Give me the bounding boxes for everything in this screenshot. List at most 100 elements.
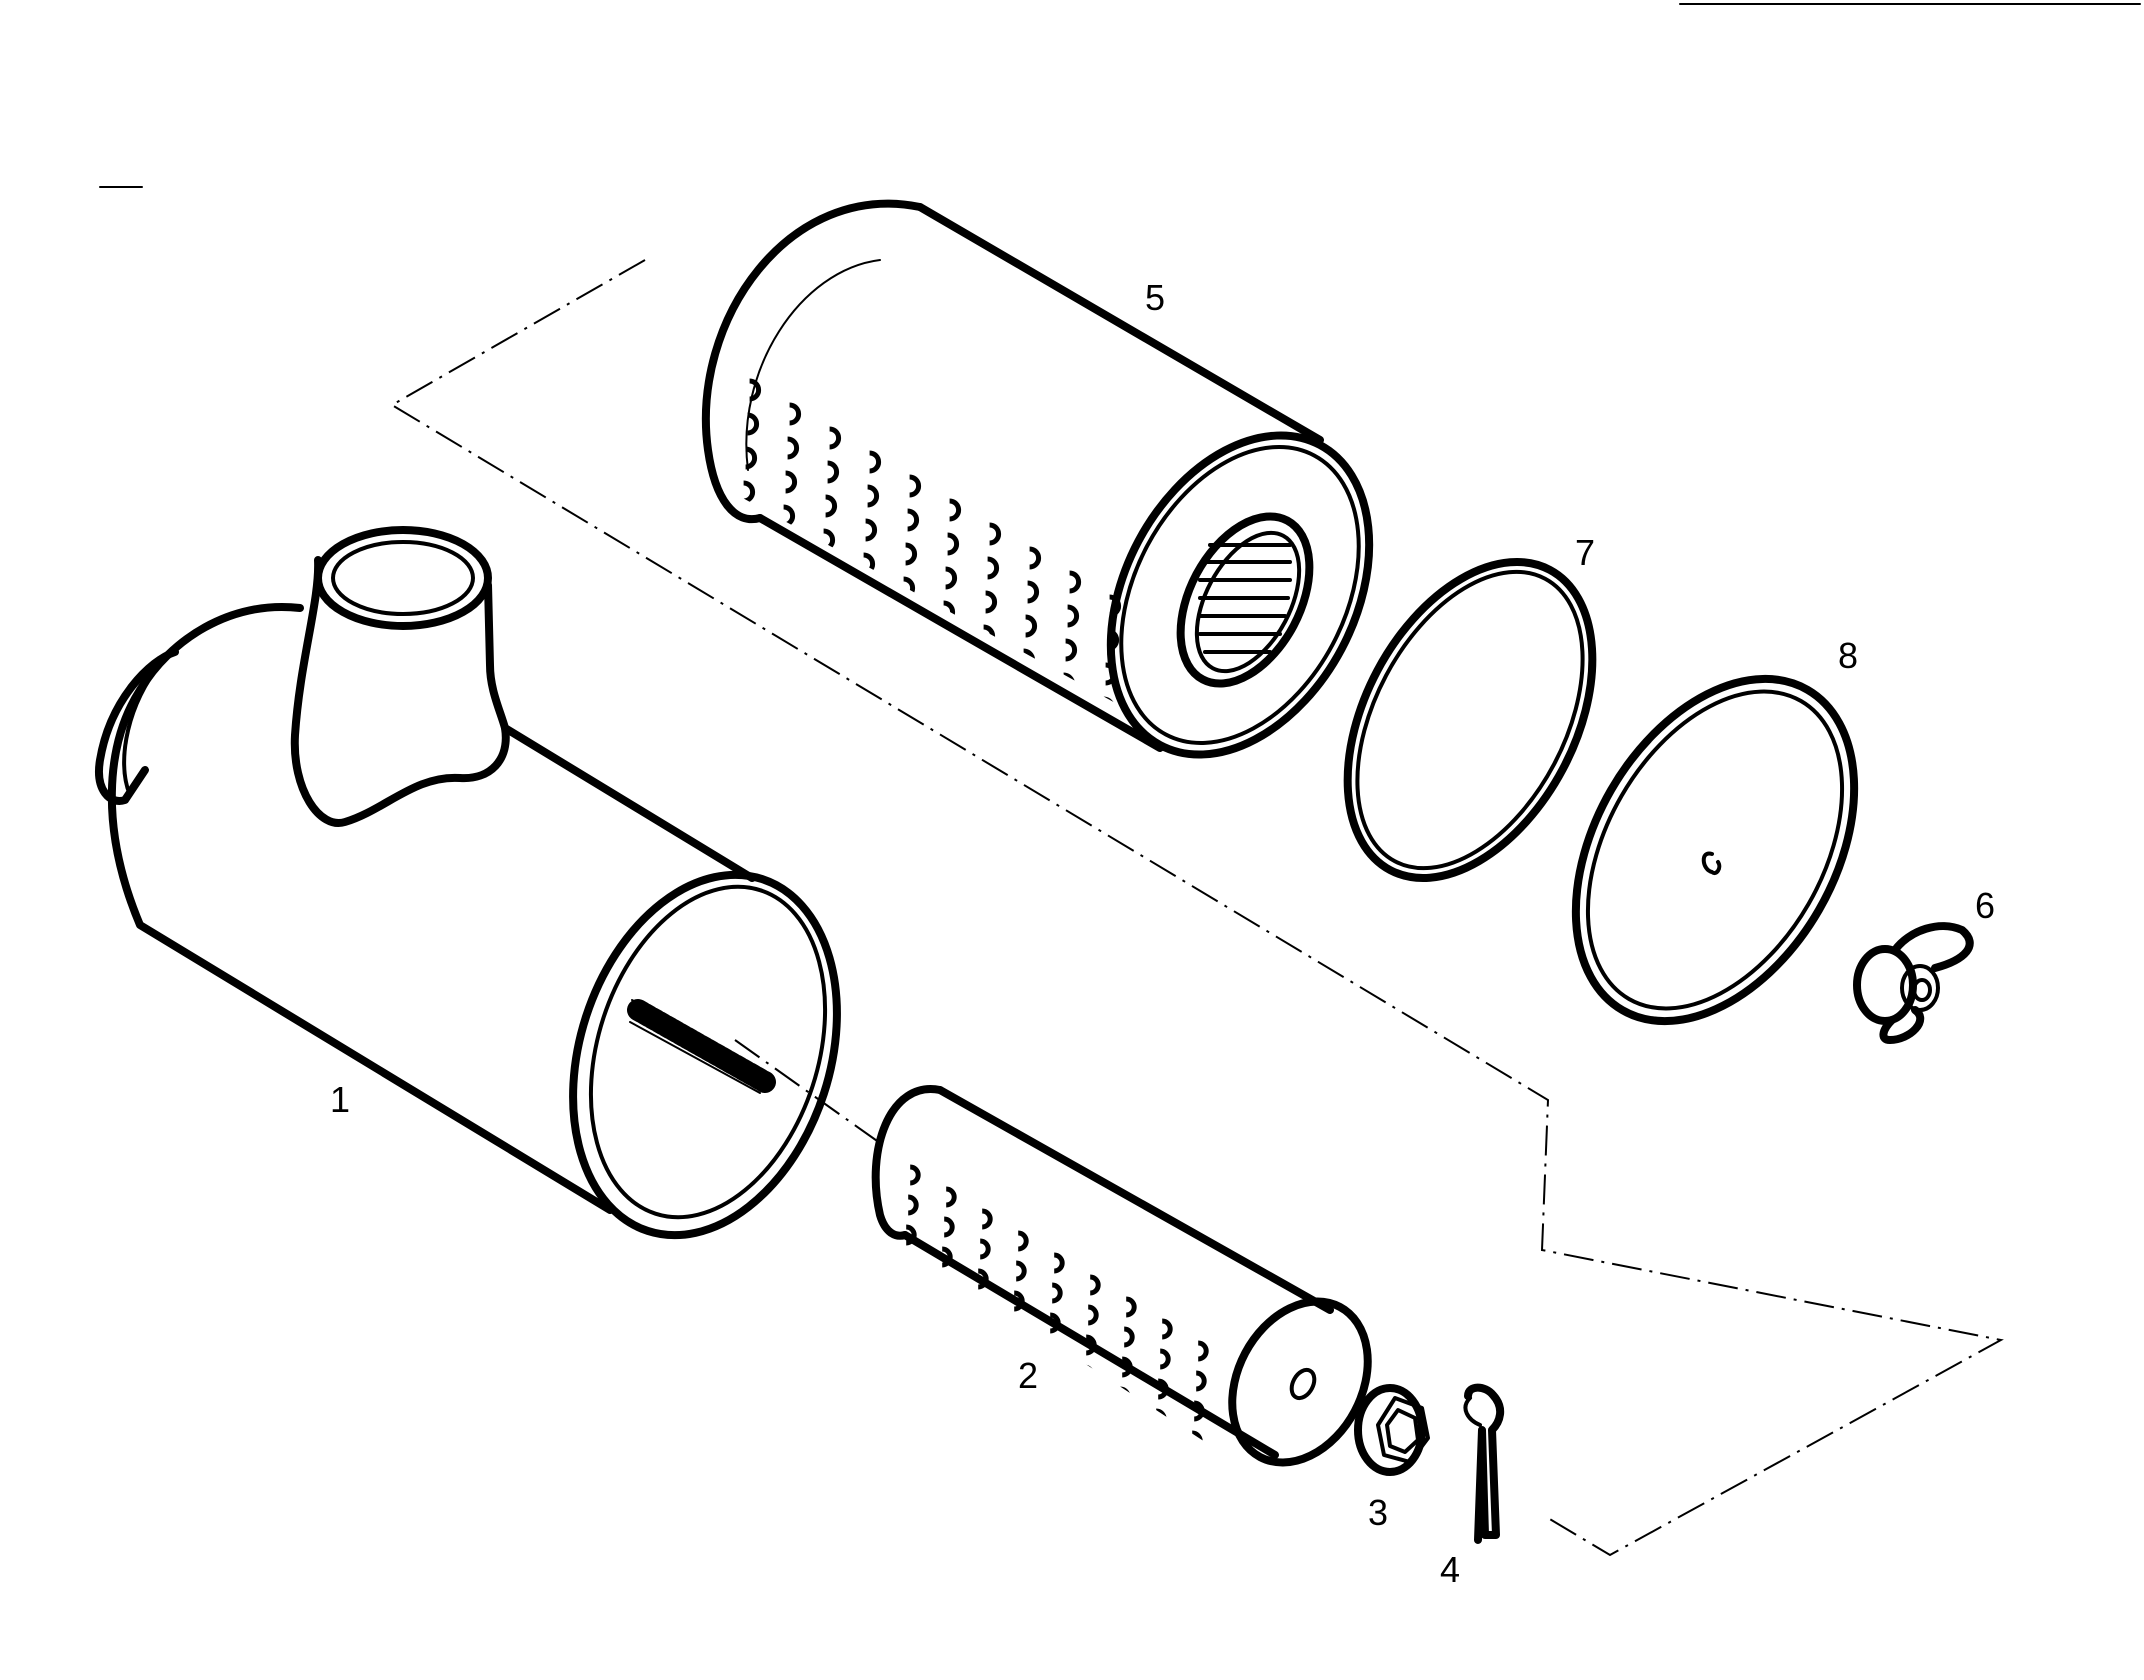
callout-3: 3 [1368, 1492, 1388, 1533]
perforation-hole [1013, 1290, 1025, 1312]
perforation-hole [1061, 706, 1074, 730]
perforation-hole [1087, 1304, 1099, 1326]
perforation-hole [1119, 1386, 1131, 1408]
perforation-hole [1049, 1312, 1061, 1334]
perforation-hole [1011, 1320, 1023, 1342]
perforation-hole [979, 692, 992, 716]
perforation-hole [745, 446, 758, 470]
perforation-hole [981, 658, 994, 682]
perforation-hole [941, 1246, 953, 1268]
perforation-hole [943, 1216, 955, 1238]
perforation-hole [1107, 628, 1120, 652]
perforation-hole [787, 436, 800, 460]
inner-mesh-icon [1198, 543, 1292, 654]
perforation-hole [1197, 1340, 1209, 1362]
perforation-hole [987, 556, 1000, 580]
perforation-hole [821, 562, 834, 586]
wing-nut-icon [1853, 922, 1974, 1044]
perforation-hole [869, 450, 882, 474]
callout-5: 5 [1145, 277, 1165, 318]
assembly-centerline [390, 259, 2004, 1557]
perforation-hole [865, 518, 878, 542]
perforation-hole [829, 426, 842, 450]
perforation-hole [1193, 1400, 1205, 1422]
perforation-hole [941, 634, 954, 658]
perforation-hole [825, 494, 838, 518]
perforation-hole [949, 498, 962, 522]
perforation-hole [977, 1268, 989, 1290]
cotter-pin-icon [1463, 1383, 1505, 1544]
callout-7: 7 [1575, 532, 1595, 573]
perforation-hole [1157, 1378, 1169, 1400]
perforation-hole [1029, 546, 1042, 570]
perforation-hole [789, 402, 802, 426]
perforation-hole [1195, 1370, 1207, 1392]
perforation-hole [943, 600, 956, 624]
perforation-hole [1051, 1282, 1063, 1304]
perforation-hole [1015, 1260, 1027, 1282]
perforation-hole [1017, 1230, 1029, 1252]
perforation-hole [983, 624, 996, 648]
perforation-hole [985, 590, 998, 614]
perforation-hole [785, 470, 798, 494]
perforation-hole [1065, 638, 1078, 662]
perforation-hole [903, 576, 916, 600]
callout-labels: 1 2 3 4 5 6 7 8 [330, 277, 1995, 1590]
perforation-hole [989, 522, 1002, 546]
perforation-hole [781, 538, 794, 562]
perforation-hole [1100, 767, 1109, 785]
perforation-hole [975, 1298, 987, 1320]
perforation-hole [979, 1238, 991, 1260]
perforation-hole [747, 412, 760, 436]
perforation-hole [901, 610, 914, 634]
perforation-hole [1025, 614, 1038, 638]
perforation-hole [1089, 1274, 1101, 1296]
perforation-hole [859, 620, 872, 644]
perforation-hole [1123, 1326, 1135, 1348]
perforation-hole [909, 474, 922, 498]
perforation-hole [1047, 1342, 1059, 1364]
callout-4: 4 [1440, 1549, 1460, 1590]
perforation-hole [981, 1208, 993, 1230]
nut-icon [1354, 1384, 1430, 1476]
perforation-hole [783, 504, 796, 528]
callout-8: 8 [1838, 635, 1858, 676]
perforation-hole [907, 1194, 919, 1216]
perforation-hole [861, 586, 874, 610]
perforation-hole [1053, 1252, 1065, 1274]
perforation-hole [905, 542, 918, 566]
perforation-hole [907, 508, 920, 532]
perforation-hole [739, 548, 752, 572]
perforation-hole [945, 1186, 957, 1208]
perforation-hole [1191, 1430, 1203, 1452]
perforation-hole [905, 1224, 917, 1246]
margin-marks [99, 3, 2141, 188]
perforation-hole [903, 1254, 915, 1276]
perforation-hole [827, 460, 840, 484]
perforation-hole [1027, 580, 1040, 604]
perforation-hole [899, 644, 912, 668]
perforation-holes [903, 1164, 1209, 1452]
perforation-hole [1067, 604, 1080, 628]
air-cleaner-housing-icon [95, 526, 841, 1240]
perforation-hole [1083, 1364, 1095, 1386]
perforation-hole [819, 596, 832, 620]
perforation-hole [1069, 570, 1082, 594]
inner-safety-filter-icon [871, 1085, 1372, 1467]
perforation-hole [1021, 682, 1034, 706]
o-ring-seal-icon [1343, 558, 1597, 882]
perforation-hole [1059, 740, 1072, 755]
perforation-hole [945, 566, 958, 590]
perforation-hole [939, 668, 952, 692]
perforation-hole [1019, 716, 1032, 740]
perforation-holes [739, 378, 1122, 785]
perforation-hole [1161, 1318, 1173, 1340]
perforation-hole [1101, 730, 1114, 754]
callout-1: 1 [330, 1079, 350, 1120]
perforation-hole [743, 480, 756, 504]
cover-plate-icon [1571, 674, 1859, 1026]
callout-6: 6 [1975, 885, 1995, 926]
perforation-hole [909, 1164, 921, 1186]
callout-2: 2 [1018, 1355, 1038, 1396]
